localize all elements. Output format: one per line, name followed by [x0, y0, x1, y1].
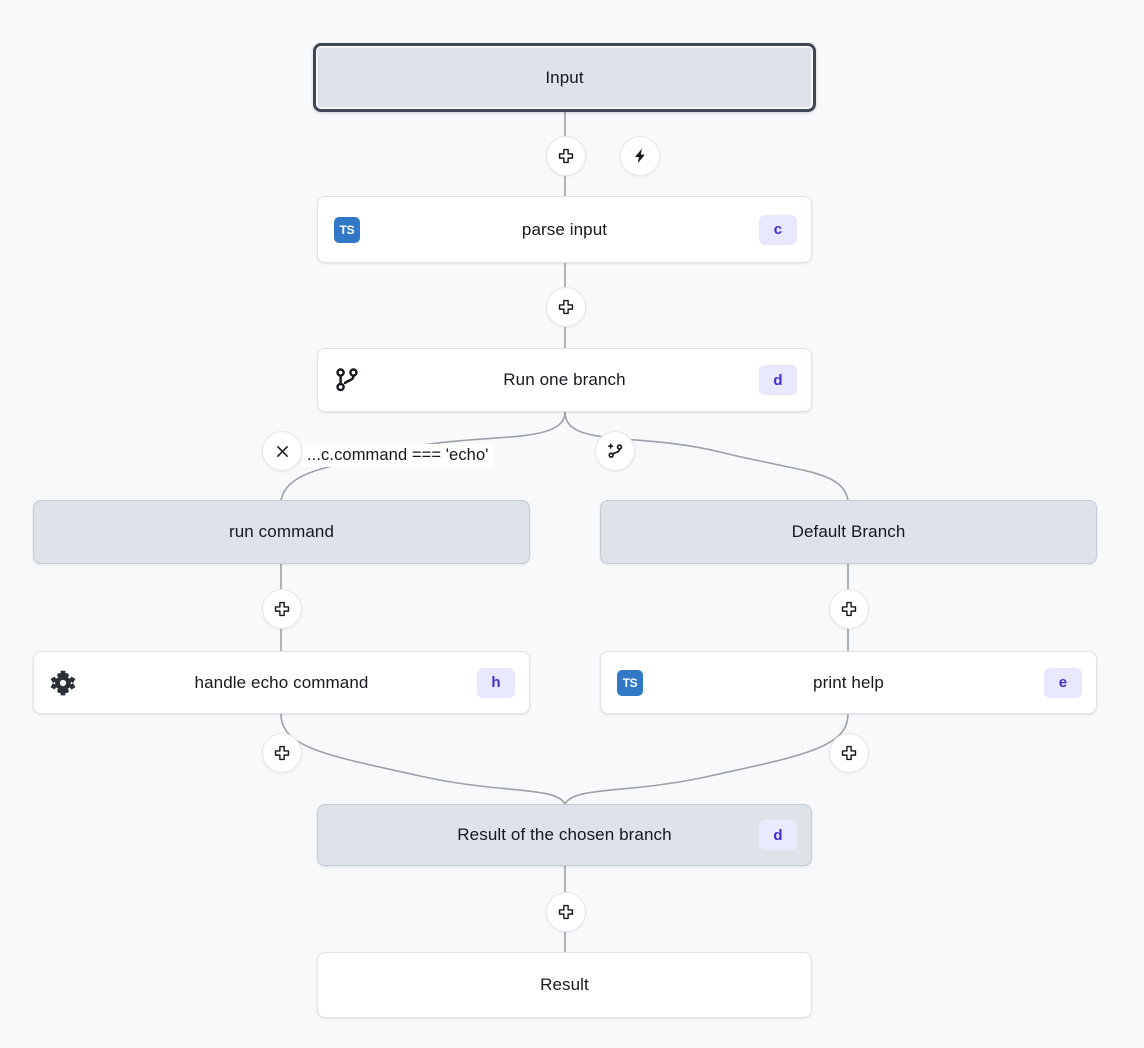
node-print-help-badge[interactable]: e	[1044, 667, 1082, 698]
puzzle-icon	[48, 668, 78, 698]
node-parse-input-label: parse input	[521, 219, 608, 239]
node-parse-input-badge[interactable]: c	[759, 214, 797, 245]
add-step-button-after-handle-echo[interactable]	[262, 733, 302, 773]
node-run-one-branch[interactable]: Run one branch d	[317, 348, 812, 412]
close-icon	[276, 445, 288, 457]
node-handle-echo-command[interactable]: handle echo command h	[33, 651, 530, 714]
plus-icon	[558, 299, 574, 315]
trigger-button[interactable]	[620, 136, 660, 176]
edge-print-help-to-result	[564, 713, 849, 805]
node-run-one-branch-label: Run one branch	[503, 370, 626, 389]
plus-icon	[841, 601, 857, 617]
typescript-icon-text: TS	[617, 669, 643, 696]
plus-icon	[558, 904, 574, 920]
lightning-bolt-icon	[635, 148, 645, 164]
node-result[interactable]: Result	[317, 952, 812, 1018]
add-step-button-before-result[interactable]	[546, 892, 586, 932]
add-step-button-left-branch[interactable]	[262, 589, 302, 629]
typescript-icon: TS	[615, 668, 645, 698]
node-print-help-label: print help	[813, 672, 884, 692]
edge-handle-echo-to-result	[280, 713, 566, 805]
delete-branch-condition-button[interactable]	[262, 431, 302, 471]
plus-icon	[274, 745, 290, 761]
plus-icon	[558, 148, 574, 164]
typescript-icon-text: TS	[334, 216, 360, 243]
add-branch-button[interactable]	[595, 431, 635, 471]
add-step-button-after-print-help[interactable]	[829, 733, 869, 773]
node-input-label: Input	[545, 67, 584, 87]
plus-icon	[841, 745, 857, 761]
add-step-button-after-parse-input[interactable]	[546, 287, 586, 327]
typescript-icon: TS	[332, 215, 362, 245]
node-handle-echo-command-badge[interactable]: h	[477, 667, 515, 698]
plus-icon	[274, 601, 290, 617]
node-result-of-chosen-branch-label: Result of the chosen branch	[457, 825, 672, 844]
node-print-help[interactable]: TS print help e	[600, 651, 1097, 714]
git-branch-icon	[332, 365, 362, 395]
node-run-command[interactable]: run command	[33, 500, 530, 564]
node-default-branch[interactable]: Default Branch	[600, 500, 1097, 564]
node-handle-echo-command-label: handle echo command	[194, 672, 369, 692]
node-run-one-branch-badge[interactable]: d	[759, 365, 797, 395]
add-step-button-right-branch[interactable]	[829, 589, 869, 629]
node-run-command-label: run command	[228, 522, 335, 541]
node-default-branch-label: Default Branch	[791, 522, 906, 541]
node-result-label: Result	[540, 975, 589, 994]
node-input[interactable]: Input	[313, 43, 816, 112]
add-branch-icon	[608, 443, 623, 458]
node-result-of-chosen-branch-badge[interactable]: d	[759, 820, 797, 850]
branch-condition-label[interactable]: ...c.command === 'echo'	[303, 444, 493, 467]
node-result-of-chosen-branch[interactable]: Result of the chosen branch d	[317, 804, 812, 866]
node-parse-input[interactable]: TS parse input c	[317, 196, 812, 263]
add-step-button-after-input[interactable]	[546, 136, 586, 176]
